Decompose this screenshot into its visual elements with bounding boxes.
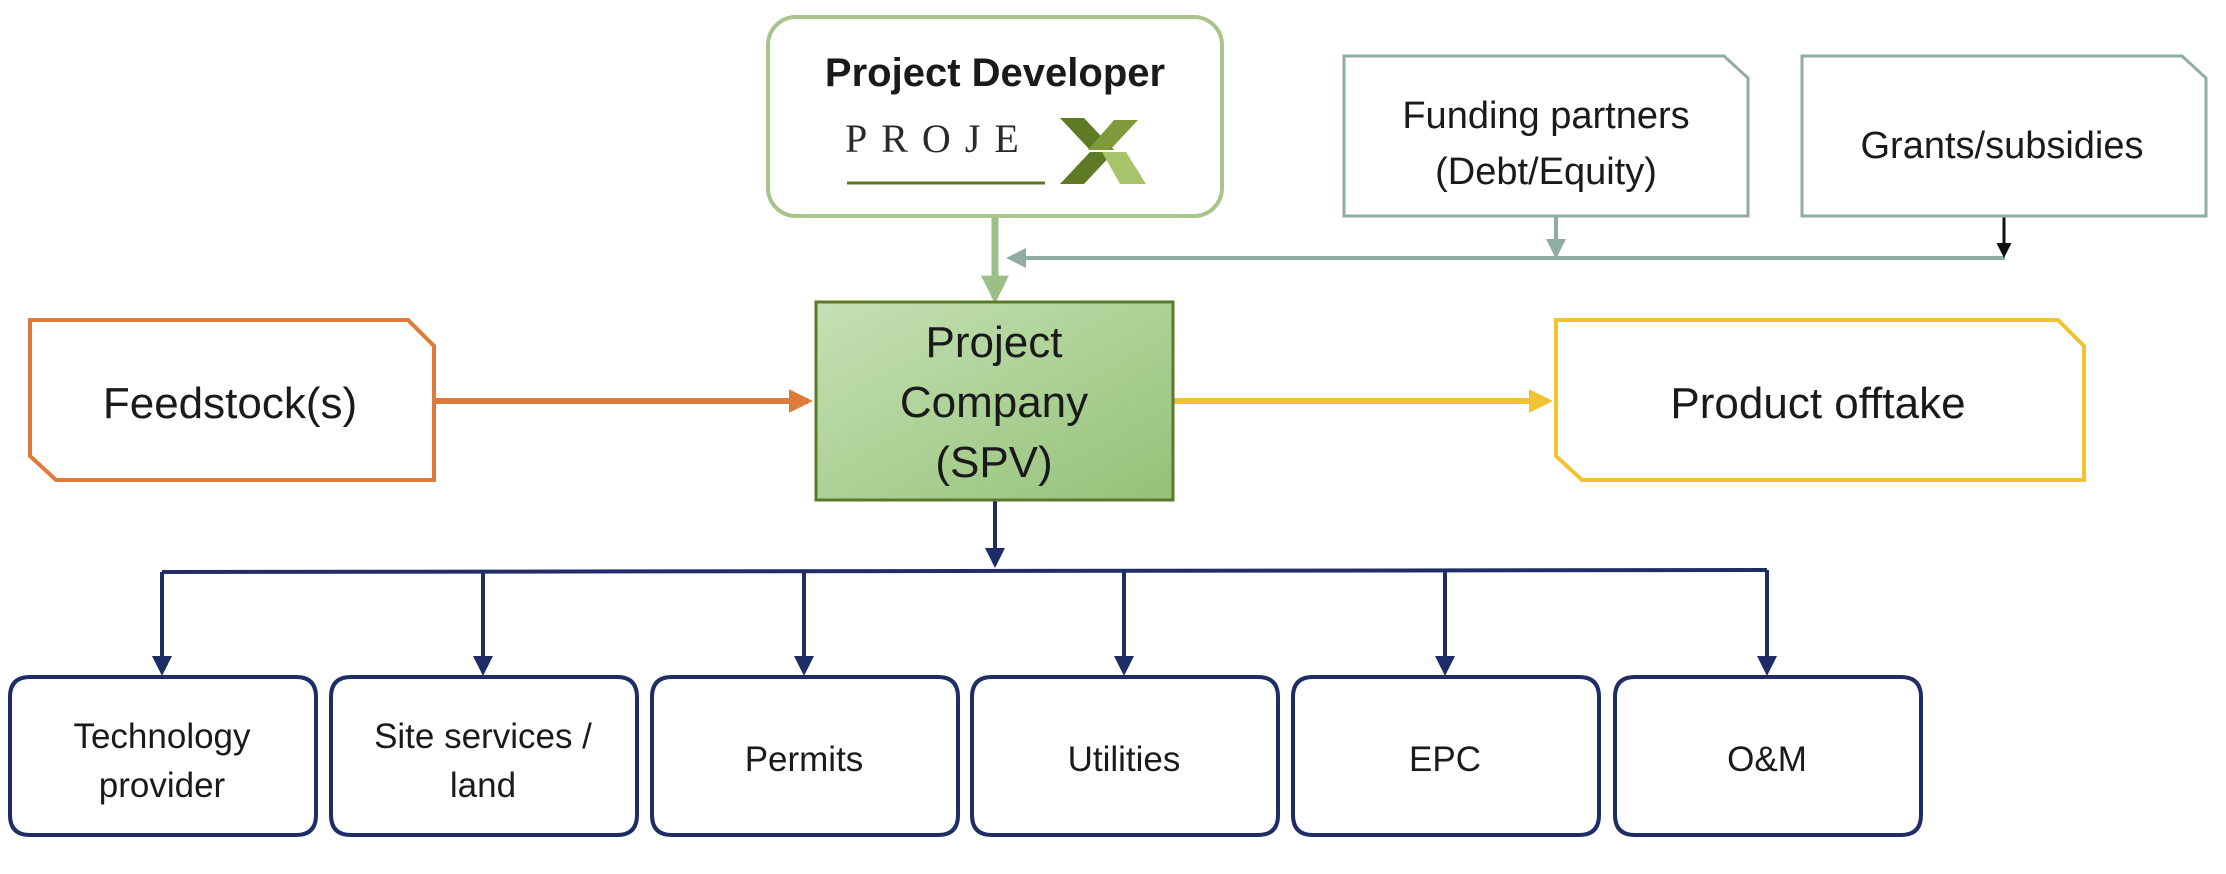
provider-label-line1: O&M bbox=[1727, 740, 1807, 779]
provider-box-permits: Permits bbox=[650, 675, 960, 837]
offtake-label: Product offtake bbox=[1670, 379, 1965, 428]
spv-label-line2: Company bbox=[900, 378, 1088, 427]
developer-title: Project Developer bbox=[825, 51, 1165, 95]
logo-wordmark: PROJE bbox=[845, 116, 1033, 161]
product-offtake-box: Product offtake bbox=[1554, 318, 2086, 482]
provider-box-om: O&M bbox=[1613, 675, 1923, 837]
funding-partners-box: Funding partners (Debt/Equity) bbox=[1342, 54, 1750, 218]
provider-bus-line bbox=[161, 568, 1768, 574]
spv-box: Project Company (SPV) bbox=[814, 300, 1175, 502]
projex-logo: PROJE bbox=[845, 116, 1146, 185]
grants-box: Grants/subsidies bbox=[1800, 54, 2208, 218]
provider-box-site-services: Site services / land bbox=[329, 675, 639, 837]
feedstock-box: Feedstock(s) bbox=[28, 318, 436, 482]
provider-label-line2: provider bbox=[99, 766, 226, 805]
provider-box-epc: EPC bbox=[1291, 675, 1601, 837]
spv-label-line3: (SPV) bbox=[935, 438, 1052, 487]
provider-box-technology: Technology provider bbox=[8, 675, 318, 837]
project-developer-box: Project Developer PROJE bbox=[766, 15, 1224, 218]
provider-label-line1: EPC bbox=[1409, 740, 1481, 779]
provider-label-line1: Utilities bbox=[1068, 740, 1181, 779]
provider-label-line2: land bbox=[450, 766, 516, 805]
provider-label-line1: Permits bbox=[745, 740, 864, 779]
provider-box-utilities: Utilities bbox=[970, 675, 1280, 837]
funding-label-line1: Funding partners bbox=[1402, 95, 1689, 137]
provider-label-line1: Site services / bbox=[374, 717, 592, 756]
spv-label-line1: Project bbox=[926, 318, 1063, 367]
feedstock-label: Feedstock(s) bbox=[103, 379, 357, 428]
funding-label-line2: (Debt/Equity) bbox=[1435, 151, 1657, 193]
grants-label: Grants/subsidies bbox=[1860, 125, 2143, 167]
provider-label-line1: Technology bbox=[73, 717, 251, 756]
